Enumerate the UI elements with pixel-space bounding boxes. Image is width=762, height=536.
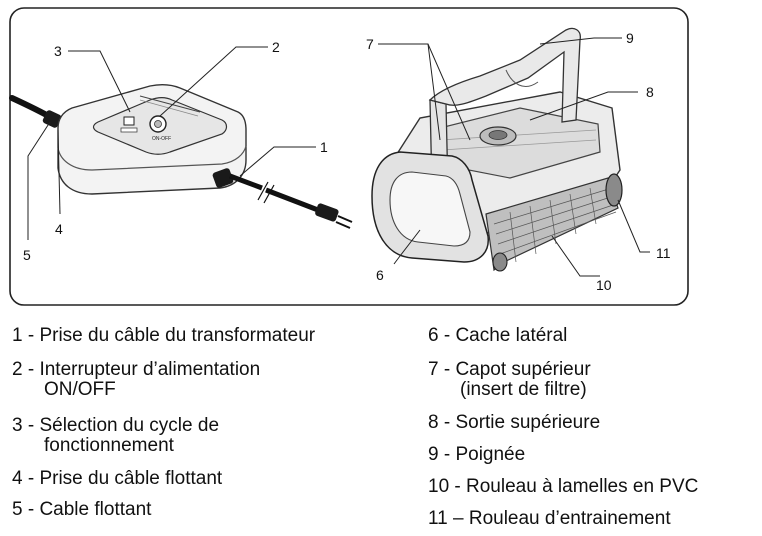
- callout-6: 6: [376, 267, 384, 283]
- callout-11: 11: [656, 245, 671, 261]
- legend-item-7: 7 - Capot supérieur (insert de filtre): [428, 360, 591, 400]
- legend-item-5-text: 5 - Cable flottant: [12, 499, 152, 520]
- legend-item-8-text: 8 - Sortie supérieure: [428, 412, 601, 433]
- callout-1: 1: [320, 139, 328, 155]
- legend-item-3-text: 3 - Sélection du cycle de: [12, 415, 220, 436]
- legend-item-9-text: 9 - Poignée: [428, 444, 526, 465]
- callout-2: 2: [272, 39, 280, 55]
- pool-robot-illustration: [371, 27, 623, 272]
- callout-8: 8: [646, 84, 654, 100]
- legend-item-5: 5 - Cable flottant: [12, 500, 151, 520]
- legend-item-11: 11 – Rouleau d’entrainement: [428, 509, 671, 529]
- legend-item-8: 8 - Sortie supérieure: [428, 413, 600, 433]
- legend-item-4-text: 4 - Prise du câble flottant: [12, 468, 223, 489]
- legend-item-6-text: 6 - Cache latéral: [428, 325, 568, 346]
- drive-roller: [605, 173, 623, 207]
- legend-item-2: 2 - Interrupteur d’alimentation ON/OFF: [12, 360, 260, 400]
- power-supply-illustration: ON-OFF: [9, 83, 353, 229]
- product-diagram: ON-OFF: [9, 7, 689, 306]
- transformer-cable-plug: [212, 168, 234, 188]
- floating-cable-plug: [42, 110, 62, 128]
- legend-item-1-text: 1 - Prise du câble du transformateur: [12, 325, 316, 346]
- legend-item-6: 6 - Cache latéral: [428, 326, 567, 346]
- leader-lines: [27, 37, 650, 277]
- mains-plug: [315, 203, 339, 222]
- callout-3: 3: [54, 43, 62, 59]
- legend-item-9: 9 - Poignée: [428, 445, 525, 465]
- legend-item-4: 4 - Prise du câble flottant: [12, 469, 222, 489]
- legend-item-10: 10 - Rouleau à lamelles en PVC: [428, 477, 698, 497]
- legend-item-7-text: 7 - Capot supérieur: [428, 359, 591, 380]
- legend-item-11-text: 11 – Rouleau d’entrainement: [428, 508, 671, 529]
- legend-item-3-text-cont: fonctionnement: [44, 435, 174, 456]
- legend-item-7-text-cont: (insert de filtre): [460, 379, 587, 400]
- callout-4: 4: [55, 221, 63, 237]
- legend-item-2-text-cont: ON/OFF: [44, 379, 116, 400]
- callout-10: 10: [596, 277, 612, 293]
- callout-9: 9: [626, 30, 634, 46]
- callout-5: 5: [23, 247, 31, 263]
- legend-item-2-text: 2 - Interrupteur d’alimentation: [12, 359, 261, 380]
- legend-item-10-text: 10 - Rouleau à lamelles en PVC: [428, 476, 699, 497]
- transformer-cable: [229, 173, 263, 191]
- cycle-select-button: [123, 116, 135, 126]
- legend-item-1: 1 - Prise du câble du transformateur: [12, 326, 315, 346]
- switch-label: ON-OFF: [152, 136, 171, 142]
- legend-item-3: 3 - Sélection du cycle de fonctionnement: [12, 416, 219, 456]
- cycle-indicator: [120, 127, 138, 133]
- callout-7: 7: [366, 36, 374, 52]
